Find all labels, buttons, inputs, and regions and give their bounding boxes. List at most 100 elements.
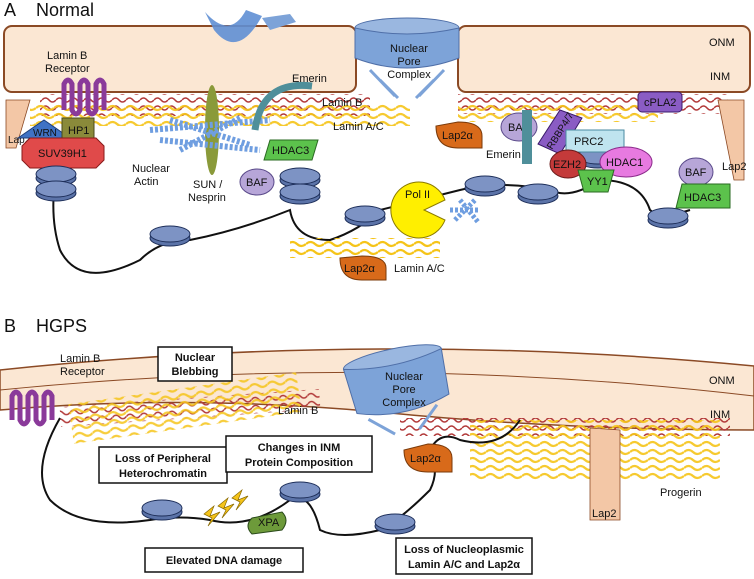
nucleosome [517, 183, 559, 205]
hdac3-label-right: HDAC3 [684, 192, 721, 204]
lap2-wedge-b [589, 427, 621, 521]
npc-label-b-1: Nuclear [385, 371, 423, 383]
cpla2-label: cPLA2 [644, 97, 676, 109]
nuclear-pore-complex-b [342, 344, 450, 436]
inm-line-2: Protein Composition [245, 457, 353, 469]
lap2-label-b: Lap2 [592, 508, 616, 520]
ezh2 [549, 149, 587, 179]
chromatin-fiber-b [41, 417, 521, 536]
nuclear-actin-label-1: Nuclear [132, 163, 170, 175]
nucleosomes-a [35, 147, 689, 247]
yy1-label: YY1 [587, 176, 608, 188]
nucleoplasmic-line-1: Loss of Nucleoplasmic [404, 544, 524, 556]
nucleosome [141, 499, 183, 521]
nucleosome [149, 225, 191, 247]
npc-label-a-1: Nuclear [390, 43, 428, 55]
emerin-label-left: Emerin [292, 73, 327, 85]
onm-label-b: ONM [709, 375, 735, 387]
baf-left [239, 168, 275, 196]
nuclear-actin-pol [450, 198, 480, 224]
baf-label-left: BAF [246, 177, 268, 189]
cpla2-box [637, 91, 683, 113]
lap2-label-right: Lap2 [722, 161, 746, 173]
ezh2-label: EZH2 [553, 159, 581, 171]
lap2a-right [435, 121, 483, 149]
nucleosome [35, 180, 77, 202]
lightning-icon [203, 488, 249, 527]
hdac3-right [675, 183, 731, 209]
nucleosome [279, 167, 321, 189]
lbr-label-b-2: Receptor [60, 366, 105, 378]
sun-label-1: SUN / [193, 179, 223, 191]
lamin-b-label-b: Lamin B [278, 405, 318, 417]
membrane-right-a [457, 25, 751, 93]
box-peripheral-heterochromatin [98, 446, 228, 484]
nucleosome [279, 183, 321, 205]
box-dna-damage [144, 547, 304, 573]
lbr-label-b-1: Lamin B [60, 353, 100, 365]
inm-label-a: INM [710, 71, 730, 83]
emerin-arc-left [251, 81, 313, 131]
prc2-box [565, 129, 625, 153]
npc-label-a-3: Complex [387, 69, 431, 81]
inm-line-1: Changes in INM [258, 442, 341, 454]
lamin-ac-nucleoplasm-a [290, 238, 440, 258]
nucleosome [464, 175, 506, 197]
membrane-left-a [3, 25, 357, 93]
nesprin-bar [262, 14, 296, 30]
rbbp-box [537, 109, 583, 155]
lap2a-label-right: Lap2α [442, 130, 473, 142]
npc-label-a-2: Pore [397, 56, 420, 68]
progerin-label: Progerin [660, 487, 702, 499]
panel-b-letter: B [4, 316, 16, 336]
lbr-label-a-1: Lamin B [47, 50, 87, 62]
hp1-label: HP1 [68, 125, 89, 137]
blebbing-line-1: Nuclear [175, 352, 216, 364]
box-inm-composition [225, 435, 373, 473]
pol-ii [390, 181, 446, 239]
hdac3-label-left: HDAC3 [272, 145, 309, 157]
nucleoplasmic-line-2: Lamin A/C and Lap2α [408, 559, 520, 571]
lamin-ac-label-bottom: Lamin A/C [394, 263, 445, 275]
lap2-label-left: Lap2 [8, 135, 31, 146]
lap2-wedge-left [5, 99, 31, 149]
lamin-b-label-a: Lamin B [322, 97, 362, 109]
nucleosomes-b [141, 481, 416, 535]
nucleosome [279, 481, 321, 503]
wrn-label: WRN [33, 128, 57, 139]
dna-damage-label: Elevated DNA damage [166, 555, 282, 567]
xpa [247, 511, 287, 535]
xpa-label: XPA [258, 517, 280, 529]
npc-label-b-3: Complex [382, 397, 426, 409]
onm-label-a: ONM [709, 37, 735, 49]
lamin-ac-mesh-a-left [30, 104, 410, 126]
nuclear-pore-complex-a [354, 17, 460, 100]
nucleosome [647, 207, 689, 229]
hdac1-label: HDAC1 [606, 157, 643, 169]
lap2a-label-bottom: Lap2α [344, 263, 375, 275]
nucleosome [374, 513, 416, 535]
yy1-box [577, 169, 615, 193]
panel-b-title: HGPS [36, 316, 87, 336]
blebbing-line-2: Blebbing [171, 366, 218, 378]
lap2a-bottom [339, 255, 387, 281]
box-nuclear-blebbing [157, 346, 233, 382]
lamin-b-receptor-b [9, 389, 55, 427]
nesprin-filament [205, 10, 262, 43]
heterochromatin-line-2: Heterochromatin [119, 468, 207, 480]
prc2-label: PRC2 [574, 136, 603, 148]
baf-label-right: BAF [685, 167, 707, 179]
suv39h1-label: SUV39H1 [38, 148, 87, 160]
nuclear-actin-label-2: Actin [134, 176, 158, 188]
hdac3-left [263, 139, 319, 161]
lamin-b-receptor-a [61, 77, 107, 117]
panel-a-title: Normal [36, 0, 94, 20]
sun-label-2: Nesprin [188, 192, 226, 204]
panel-a-letter: A [4, 0, 16, 20]
lap2a-label-b: Lap2α [410, 453, 441, 465]
nucleosome [344, 205, 386, 227]
emerin-bar-right [522, 110, 532, 164]
emerin-label-right: Emerin [486, 149, 521, 161]
npc-label-b-2: Pore [392, 384, 415, 396]
